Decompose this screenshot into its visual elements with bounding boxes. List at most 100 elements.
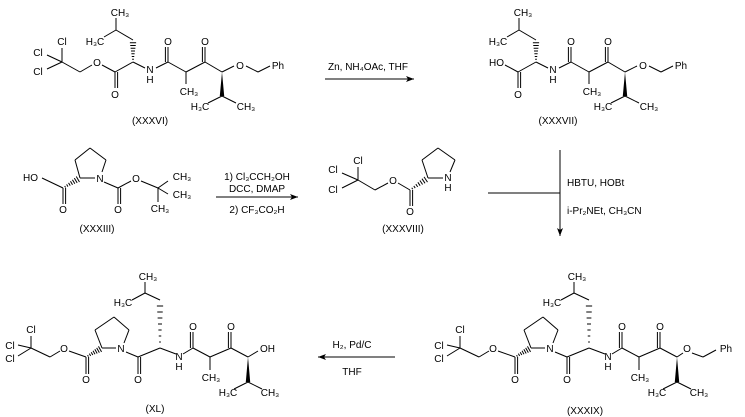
compound-label: (XXXVII) [539, 116, 578, 127]
bond [341, 172, 359, 181]
atom-label: CH₃ [261, 388, 280, 399]
bond [103, 29, 117, 38]
bond [103, 181, 119, 189]
hashed-bond [516, 354, 518, 357]
atom-label: N [604, 352, 611, 363]
bond [449, 159, 456, 173]
atom-label: Ph [675, 61, 687, 72]
reagent-label: HBTU, HOBt [567, 178, 624, 189]
bond [542, 316, 559, 331]
hashed-bond [88, 353, 92, 357]
atom-label: Cl [57, 37, 66, 48]
bond [192, 347, 211, 358]
bond [518, 29, 537, 41]
bond [132, 61, 146, 69]
atom-label: HO [23, 173, 38, 184]
atom-label: O [514, 90, 522, 101]
bond [207, 95, 223, 104]
atom-label: H [444, 183, 451, 194]
atom-label: O [227, 322, 235, 333]
reagent-label: THF [342, 367, 361, 378]
bond [46, 54, 63, 63]
hashed-bond [98, 346, 102, 353]
bond [204, 61, 223, 73]
bond [659, 347, 678, 358]
bond [566, 347, 590, 358]
bond [638, 347, 661, 358]
bond [552, 329, 559, 344]
compound-label: (XXXVIII) [382, 224, 424, 235]
arrowhead [290, 194, 298, 200]
hashed-bond [423, 176, 428, 183]
hashed-bond [90, 351, 94, 356]
bond [691, 352, 704, 358]
bond [257, 65, 271, 73]
bond [68, 350, 87, 358]
reaction-arrow-1: Zn, NH₄OAc, THF [325, 62, 414, 82]
hashed-bond [66, 184, 69, 187]
atom-label: O [201, 37, 209, 48]
atom-label: CH₃ [173, 172, 192, 183]
hashed-bond [75, 176, 80, 183]
atom-label: O [683, 344, 691, 355]
bond [115, 29, 134, 41]
atom-label: O [656, 322, 664, 333]
bond [588, 347, 606, 355]
bond [125, 351, 139, 358]
bond [478, 350, 490, 358]
bond [397, 182, 411, 191]
bond [421, 159, 429, 179]
bond [123, 329, 130, 344]
reagent-label: DCC, DMAP [229, 184, 285, 195]
hashed-bond [64, 185, 66, 188]
reagent-label: 1) Cl₃CCH₂OH [224, 172, 290, 183]
bond [30, 347, 51, 358]
atom-label: O [93, 58, 101, 69]
atom-label: O [618, 322, 626, 333]
atom-label: H [549, 75, 556, 86]
bond [247, 381, 263, 390]
atom-label: Cl [455, 325, 464, 336]
hashed-bond [73, 177, 78, 184]
atom-label: N [117, 344, 124, 355]
bond [131, 292, 146, 301]
atom-label: Cl [5, 341, 14, 352]
atom-label: CH₃ [111, 8, 130, 19]
compound-label: (XXXIII) [79, 224, 114, 235]
bond [79, 64, 93, 73]
bond [46, 61, 63, 70]
bond [17, 347, 32, 357]
atom-label: Ph [720, 344, 732, 355]
bond [497, 350, 516, 358]
bond [182, 347, 194, 355]
atom-label: CH₃ [631, 373, 650, 384]
bond [621, 347, 640, 358]
bond [94, 316, 115, 331]
bond [157, 180, 169, 189]
arrowhead [318, 354, 326, 360]
bond [523, 329, 532, 349]
hashed-bond [68, 182, 71, 186]
atom-label: H [175, 362, 182, 373]
reagent-label: Zn, NH₄OAc, THF [328, 62, 408, 73]
atom-label: HO [489, 58, 504, 69]
wedge-bond [219, 72, 225, 96]
atom-label: O [511, 375, 519, 386]
atom-label: H₃C [648, 388, 667, 399]
atom-label: O [604, 37, 612, 48]
hashed-bond [523, 349, 527, 354]
atom-label: O [639, 61, 647, 72]
bond [610, 95, 626, 104]
bond [504, 64, 519, 73]
bond [607, 61, 626, 73]
atom-label: O [114, 205, 122, 216]
atom-label: CH₃ [514, 8, 533, 19]
hashed-bond [415, 183, 419, 188]
atom-label: H₃C [543, 298, 562, 309]
bond [94, 329, 103, 349]
atom-label: CH₃ [180, 87, 199, 98]
